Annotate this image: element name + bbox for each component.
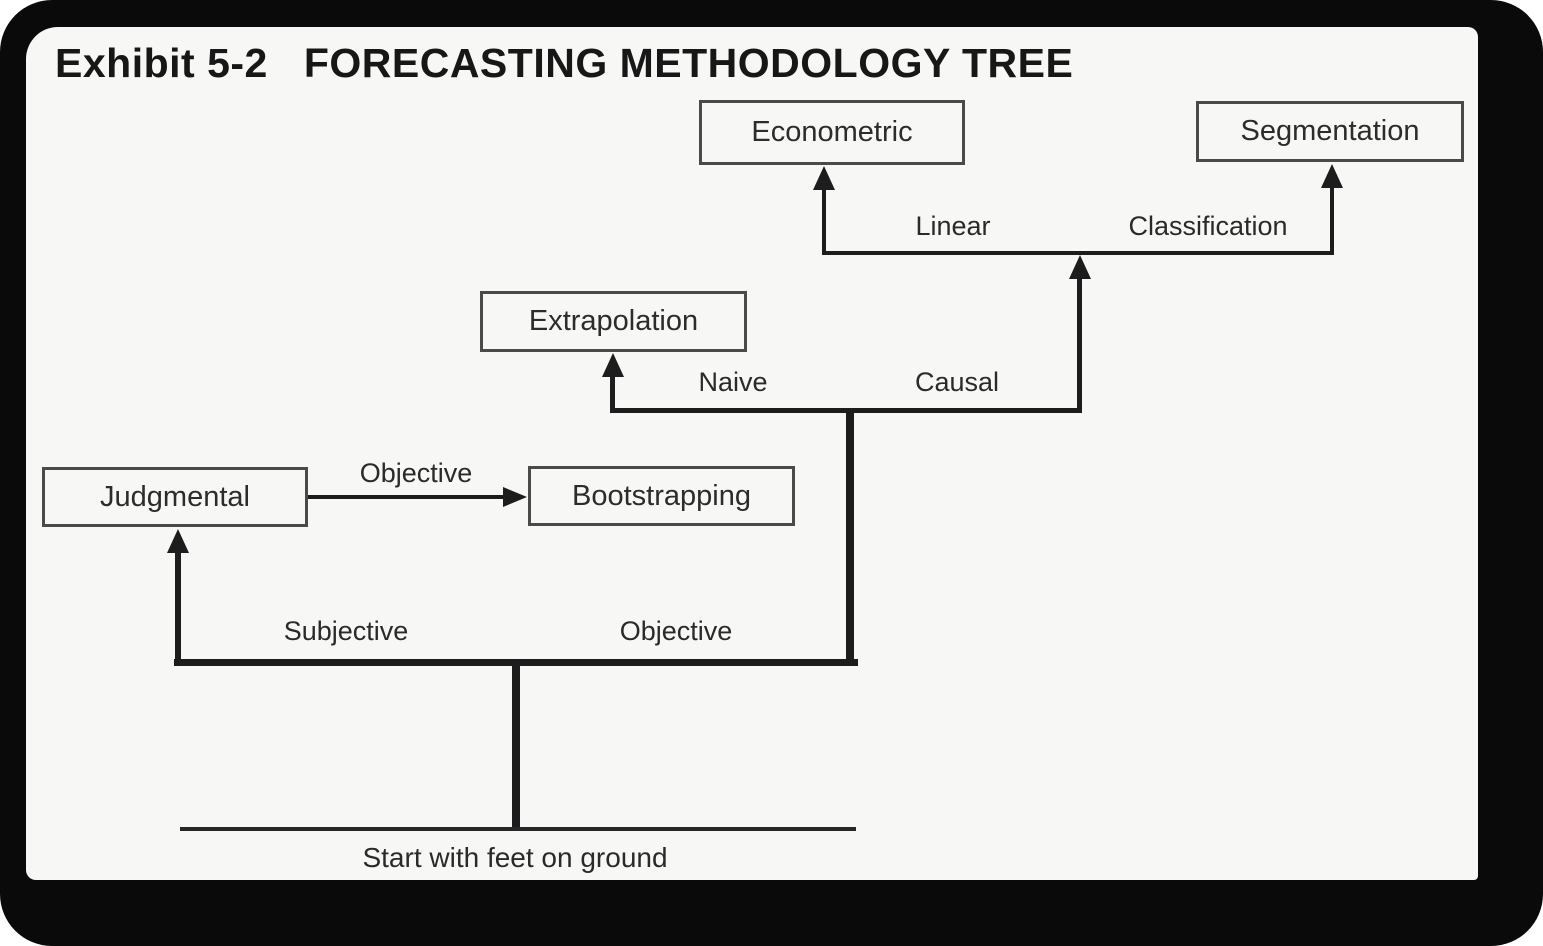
- label-objective-top: Objective: [359, 458, 473, 488]
- ground-line: [180, 827, 856, 831]
- edge-arrow-segmentation: [1330, 184, 1334, 254]
- node-extrapolation: Extrapolation: [480, 291, 747, 352]
- label-subjective: Subjective: [283, 616, 409, 646]
- node-econometric: Econometric: [699, 100, 965, 165]
- label-objective-bottom: Objective: [619, 616, 733, 646]
- edge-judgmental-bootstrapping: [308, 495, 506, 499]
- edge-trunk-lower: [512, 662, 520, 830]
- arrowhead-up-extrapolation: [602, 353, 624, 377]
- label-ground: Start with feet on ground: [362, 842, 668, 873]
- edge-linear-classification-bar: [822, 251, 1334, 255]
- label-naive: Naive: [698, 367, 768, 397]
- figure-title: Exhibit 5-2 FORECASTING METHODOLOGY TREE: [55, 40, 1073, 87]
- arrowhead-up-segmentation: [1321, 164, 1343, 188]
- node-bootstrapping: Bootstrapping: [528, 466, 795, 526]
- figure-heading: FORECASTING METHODOLOGY TREE: [303, 40, 1074, 86]
- label-classification: Classification: [1128, 211, 1288, 241]
- edge-causal-vertical: [1077, 277, 1082, 412]
- page-background: [26, 27, 1478, 880]
- label-linear: Linear: [915, 211, 991, 241]
- arrowhead-up-judgmental: [167, 529, 189, 553]
- arrowhead-up-econometric: [813, 166, 835, 190]
- edge-arrow-extrapolation: [610, 374, 615, 413]
- arrowhead-up-causal: [1069, 255, 1091, 279]
- exhibit-number: Exhibit 5-2: [55, 40, 268, 86]
- node-segmentation: Segmentation: [1196, 101, 1464, 162]
- label-causal: Causal: [914, 367, 1000, 397]
- edge-trunk-upper: [846, 410, 854, 666]
- edge-arrow-judgmental: [175, 550, 181, 662]
- arrowhead-right-bootstrapping: [503, 487, 527, 507]
- edge-arrow-econometric: [822, 186, 826, 254]
- node-judgmental: Judgmental: [42, 467, 308, 527]
